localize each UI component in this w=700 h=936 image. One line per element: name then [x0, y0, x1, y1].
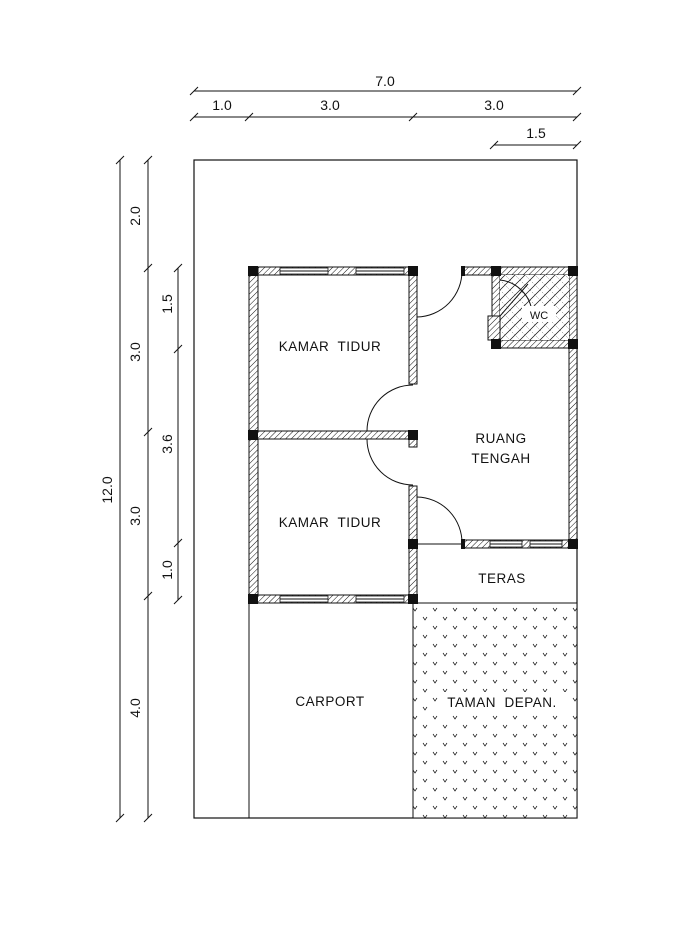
front-garden-label-background — [440, 692, 568, 712]
wc-door-jamb — [487, 315, 501, 341]
wc-label-background — [522, 306, 556, 322]
depth-outer-2-label: 3.0 — [127, 342, 143, 362]
top-dimension-lines — [189, 86, 582, 150]
living-room-label-line1: RUANG — [475, 431, 526, 446]
width-segment-1-label: 1.0 — [212, 97, 232, 113]
columns — [248, 266, 578, 604]
depth-inner-2-label: 3.6 — [159, 434, 175, 454]
overall-width-label: 7.0 — [375, 73, 395, 89]
width-segment-2-label: 3.0 — [320, 97, 340, 113]
depth-outer-1-label: 2.0 — [127, 206, 143, 226]
wc-label: WC — [530, 310, 548, 322]
depth-outer-4-label: 4.0 — [127, 698, 143, 718]
bedroom-2-label: KAMAR TIDUR — [279, 515, 382, 530]
depth-outer-3-label: 3.0 — [127, 506, 143, 526]
living-room-label-line2: TENGAH — [471, 451, 530, 466]
overall-depth-label: 12.0 — [99, 476, 115, 503]
terrace-label: TERAS — [478, 571, 526, 586]
carport-label: CARPORT — [295, 694, 364, 709]
left-dimension-lines — [115, 155, 183, 823]
bedroom-1-label: KAMAR TIDUR — [279, 339, 382, 354]
depth-inner-1-label: 1.5 — [159, 294, 175, 314]
windows — [279, 267, 563, 603]
depth-inner-3-label: 1.0 — [159, 560, 175, 580]
front-garden-label: TAMAN DEPAN. — [447, 695, 557, 710]
wc-width-label: 1.5 — [526, 125, 546, 141]
width-segment-3-label: 3.0 — [484, 97, 504, 113]
